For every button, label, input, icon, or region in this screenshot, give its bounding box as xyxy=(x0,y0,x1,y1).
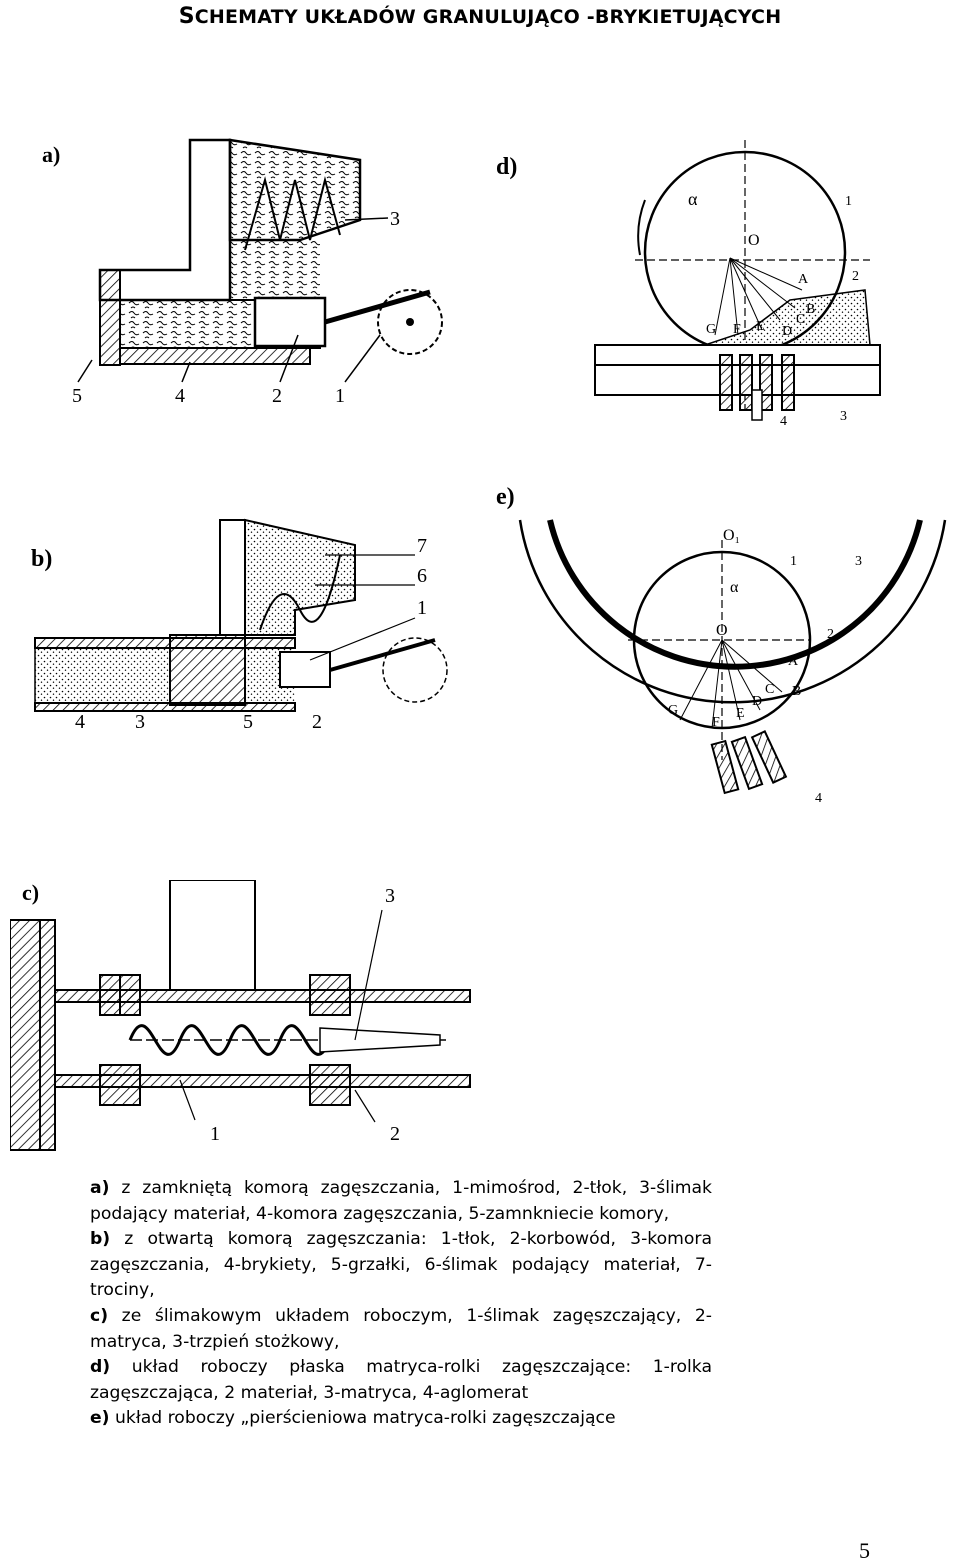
figure-e-point-b: B xyxy=(792,684,801,699)
figure-d-label: d) xyxy=(496,154,517,180)
figure-c-callout-1: 1 xyxy=(210,1123,220,1145)
caption-a: a) z zamkniętą komorą zagęszczania, 1-mi… xyxy=(90,1176,712,1227)
figure-e-point-f: F xyxy=(712,715,720,730)
caption-a-key: a) xyxy=(90,1178,110,1198)
caption-b-key: b) xyxy=(90,1229,111,1250)
figure-a: a) 5 4 2 1 3 xyxy=(42,138,443,407)
figure-a-callout-5: 5 xyxy=(72,385,82,407)
figure-e-callout-1: 1 xyxy=(790,554,797,569)
caption-e-text: układ roboczy „pierścieniowa matryca-rol… xyxy=(109,1408,616,1429)
figure-d-point-b: B xyxy=(806,302,815,317)
caption-e-key: e) xyxy=(90,1408,110,1429)
figure-b-callout-5: 5 xyxy=(243,711,253,733)
figure-e-point-c: C xyxy=(765,682,774,697)
caption-b-text: z otwartą komorą zagęszczania: 1-tłok, 2… xyxy=(90,1229,712,1301)
title-initial: S xyxy=(178,4,195,29)
figure-a-label: a) xyxy=(42,142,60,167)
caption-a-text: z zamkniętą komorą zagęszczania, 1-mimoś… xyxy=(90,1178,712,1224)
caption-d-text: układ roboczy płaska matryca-rolki zagęs… xyxy=(90,1357,712,1403)
figure-e-center: O xyxy=(716,622,728,639)
figure-d-point-d: D xyxy=(782,324,792,339)
caption-b: b) z otwartą komorą zagęszczania: 1-tłok… xyxy=(90,1227,712,1304)
figure-e-callout-2: 2 xyxy=(827,627,834,642)
figure-b-callout-6: 6 xyxy=(417,565,427,587)
figure-e-alpha: α xyxy=(730,579,739,596)
page-title: SCHEMATY UKŁADÓW GRANULUJĄCO -BRYKIETUJĄ… xyxy=(0,4,960,29)
figure-c-label: c) xyxy=(22,880,39,905)
figure-b-label: b) xyxy=(31,546,52,572)
figure-a-callout-1: 1 xyxy=(335,385,345,407)
figure-b-callout-4: 4 xyxy=(75,711,85,733)
figure-b-callout-3: 3 xyxy=(135,711,145,733)
figure-d-callout-3: 3 xyxy=(840,409,847,424)
figure-d: d) α O A B C D E F G 1 2 3 4 xyxy=(496,140,881,429)
figure-d-alpha: α xyxy=(688,189,698,209)
figure-e-point-g: G xyxy=(668,703,678,718)
figure-c-callout-3: 3 xyxy=(385,885,395,907)
figure-d-point-g: G xyxy=(706,322,716,337)
figure-e-callout-4: 4 xyxy=(815,791,822,806)
figure-b-callout-7: 7 xyxy=(417,535,427,557)
figure-b-callout-1: 1 xyxy=(417,597,427,619)
figure-e-point-a: A xyxy=(788,654,799,669)
page-number: 5 xyxy=(859,1538,870,1563)
caption-c-key: c) xyxy=(90,1305,109,1326)
figure-e-center-top: O₁ xyxy=(723,527,740,544)
figure-d-point-a: A xyxy=(798,272,809,287)
figure-e: e) O₁ α O A B C D E F G 1 2 3 4 xyxy=(496,484,947,806)
caption-c-text: ze ślimakowym układem roboczym, 1-ślimak… xyxy=(90,1305,712,1352)
figure-d-point-c: C xyxy=(796,312,805,327)
figure-b-callout-2: 2 xyxy=(312,711,322,733)
figure-e-point-d: D xyxy=(752,694,762,709)
figure-e-point-e: E xyxy=(736,706,745,721)
figure-a-callout-3: 3 xyxy=(390,208,400,230)
figure-d-point-e: E xyxy=(756,319,765,334)
figure-caption: a) z zamkniętą komorą zagęszczania, 1-mi… xyxy=(90,1176,712,1432)
caption-c: c) ze ślimakowym układem roboczym, 1-śli… xyxy=(90,1304,712,1355)
caption-d-key: d) xyxy=(90,1357,111,1378)
figure-e-label: e) xyxy=(496,484,515,510)
figure-d-callout-1: 1 xyxy=(845,194,852,209)
figure-d-callout-2: 2 xyxy=(852,269,859,284)
figure-d-callout-4: 4 xyxy=(780,414,787,429)
figure-c: c) 1 2 3 xyxy=(10,880,471,1151)
figure-d-point-f: F xyxy=(733,322,741,337)
figure-c-callout-2: 2 xyxy=(390,1123,400,1145)
figure-e-callout-3: 3 xyxy=(855,554,862,569)
figure-b: b) 4 3 5 2 7 6 1 xyxy=(31,518,448,733)
figure-a-callout-2: 2 xyxy=(272,385,282,407)
caption-e: e) układ roboczy „pierścieniowa matryca-… xyxy=(90,1406,712,1432)
figure-d-center: O xyxy=(748,232,760,249)
caption-d: d) układ roboczy płaska matryca-rolki za… xyxy=(90,1355,712,1406)
title-rest: CHEMATY UKŁADÓW GRANULUJĄCO -BRYKIETUJĄC… xyxy=(194,6,782,28)
figure-a-callout-4: 4 xyxy=(175,385,185,407)
